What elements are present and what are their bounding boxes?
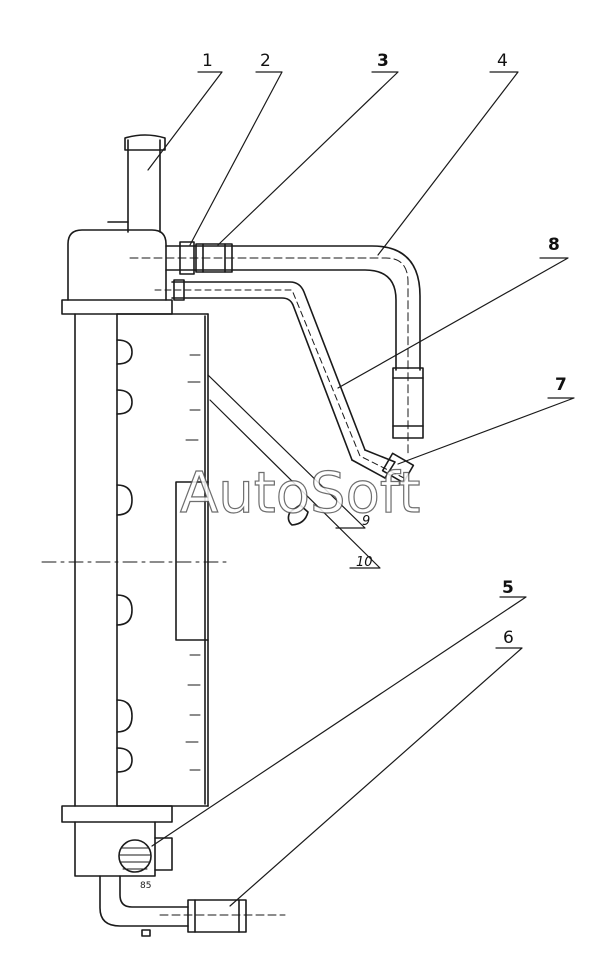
callout-10: 10 xyxy=(356,555,373,570)
callout-1: 1 xyxy=(202,51,213,71)
lower-tank xyxy=(61,805,173,877)
temperature-sensor xyxy=(287,504,309,526)
lower-outlet-pipe xyxy=(99,875,286,937)
bypass-pipe xyxy=(154,279,415,484)
filler-neck xyxy=(107,134,166,233)
callout-2: 2 xyxy=(260,51,271,71)
drain-cock xyxy=(118,839,152,873)
small-marking: 85 xyxy=(140,881,151,891)
callout-7: 7 xyxy=(555,375,567,395)
watermark: AutoSoft xyxy=(180,461,421,526)
callout-numbers: 1 2 3 4 5 6 7 8 9 10 xyxy=(202,51,567,648)
callout-8: 8 xyxy=(548,235,560,255)
upper-tank xyxy=(61,229,173,315)
callout-5: 5 xyxy=(502,578,514,598)
callout-6: 6 xyxy=(503,628,514,648)
upper-hose xyxy=(129,241,424,456)
callout-3: 3 xyxy=(377,51,389,71)
radiator-core xyxy=(74,313,209,807)
callout-9: 9 xyxy=(362,514,370,529)
callout-4: 4 xyxy=(497,51,508,71)
leader-lines xyxy=(147,71,575,907)
